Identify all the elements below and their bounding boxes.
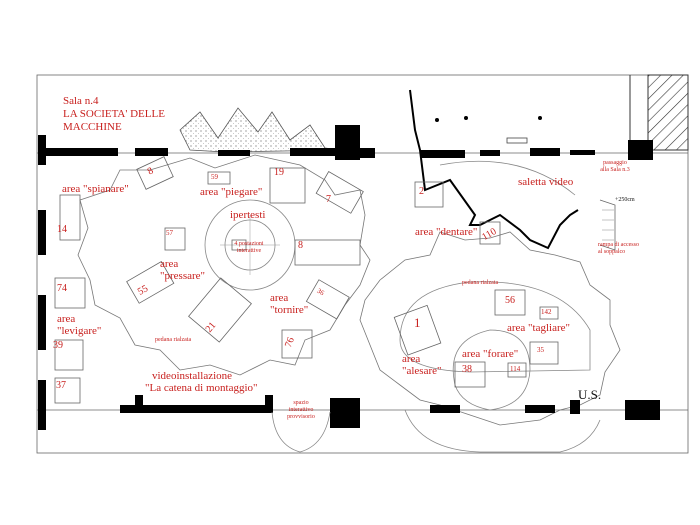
exhibits-left bbox=[54, 156, 364, 404]
exhibit-number: 114 bbox=[510, 365, 521, 373]
rampa-label-2: al soppalco bbox=[598, 249, 626, 255]
exhibit-number: 74 bbox=[57, 283, 67, 294]
forare-circle bbox=[452, 329, 531, 411]
spazio-label-1: spazio bbox=[293, 400, 309, 406]
exhibit-number: 7 bbox=[326, 194, 331, 205]
area-levigare-label-2: "levigare" bbox=[57, 325, 102, 337]
post-2 bbox=[464, 116, 468, 120]
exhibit-number: 59 bbox=[211, 173, 218, 181]
area-tornire-label-1: area bbox=[270, 292, 289, 304]
walls bbox=[38, 125, 660, 430]
area-tagliare-label: area "tagliare" bbox=[507, 322, 571, 334]
pedana-right-label: pedana rialzata bbox=[462, 280, 499, 286]
passaggio-label-1: passaggio bbox=[603, 160, 627, 166]
area-tornire-label-2: "tornire" bbox=[270, 304, 309, 316]
dotted-zigzag bbox=[179, 107, 341, 153]
room-boundary bbox=[36, 74, 689, 454]
title-line-1: Sala n.4 bbox=[63, 95, 99, 107]
exhibit-number: 39 bbox=[53, 340, 63, 351]
saletta-wall bbox=[409, 89, 579, 250]
hatched-block bbox=[647, 74, 689, 151]
area-dentare-label: area "dentare" bbox=[415, 226, 478, 238]
exhibit-number: 19 bbox=[274, 167, 284, 178]
spazio-label-2: interattivo bbox=[288, 407, 314, 413]
rampa-label-1: rampa di accesso bbox=[598, 242, 639, 248]
postazioni-label-2: interattive bbox=[236, 248, 262, 254]
area-alesare-label-2: "alesare" bbox=[402, 365, 442, 377]
bottom-arc bbox=[404, 409, 601, 453]
spazio-circle bbox=[271, 411, 331, 453]
area-pressare-label-1: area bbox=[160, 258, 179, 270]
exhibit-number: 35 bbox=[537, 346, 544, 354]
ipertesti-label: ipertesti bbox=[230, 209, 266, 221]
exhibit-number: 37 bbox=[56, 380, 66, 391]
exhibit-number: 142 bbox=[541, 308, 552, 316]
exhibit-number: 8 bbox=[298, 240, 303, 251]
saletta-curve bbox=[439, 160, 576, 196]
postazioni-label-1: 4 postazioni bbox=[234, 241, 264, 247]
exhibit-number: 57 bbox=[166, 229, 173, 237]
exhibits-right bbox=[393, 181, 559, 388]
exhibit-number: 56 bbox=[505, 295, 515, 306]
saletta-video-label: saletta video bbox=[518, 176, 574, 188]
title-line-2: LA SOCIETA' DELLE bbox=[63, 108, 165, 120]
area-piegare-label: area "piegare" bbox=[200, 186, 263, 198]
exhibit-number: 38 bbox=[462, 364, 472, 375]
area-alesare-label-1: area bbox=[402, 353, 421, 365]
area-pressare-label-2: "pressare" bbox=[160, 270, 206, 282]
exhibit-number: 1 bbox=[414, 315, 421, 330]
pedana-left-label: pedana rialzata bbox=[155, 337, 192, 343]
post-1 bbox=[435, 118, 439, 122]
right-gear-inner bbox=[399, 281, 591, 373]
area-forare-label: area "forare" bbox=[462, 348, 519, 360]
video-label-2: "La catena di montaggio" bbox=[145, 382, 258, 394]
passaggio-label-2: alla Sala n.3 bbox=[600, 167, 630, 173]
right-gear bbox=[359, 231, 621, 426]
area-spianare-label: area "spianare" bbox=[62, 183, 129, 195]
post-3 bbox=[538, 116, 542, 120]
video-label-1: videoinstallazione bbox=[152, 370, 233, 382]
us-label: U.S. bbox=[578, 387, 602, 402]
exhibit-number: 2 bbox=[419, 186, 424, 197]
video-screen bbox=[506, 137, 528, 144]
spazio-label-3: provvisorio bbox=[287, 414, 315, 420]
area-levigare-label-1: area bbox=[57, 313, 76, 325]
ramp bbox=[599, 199, 616, 251]
exhibit-number: 14 bbox=[57, 224, 67, 235]
quota-label: +250cm bbox=[615, 197, 635, 203]
left-gear bbox=[77, 154, 371, 376]
title-line-3: MACCHINE bbox=[63, 121, 122, 133]
